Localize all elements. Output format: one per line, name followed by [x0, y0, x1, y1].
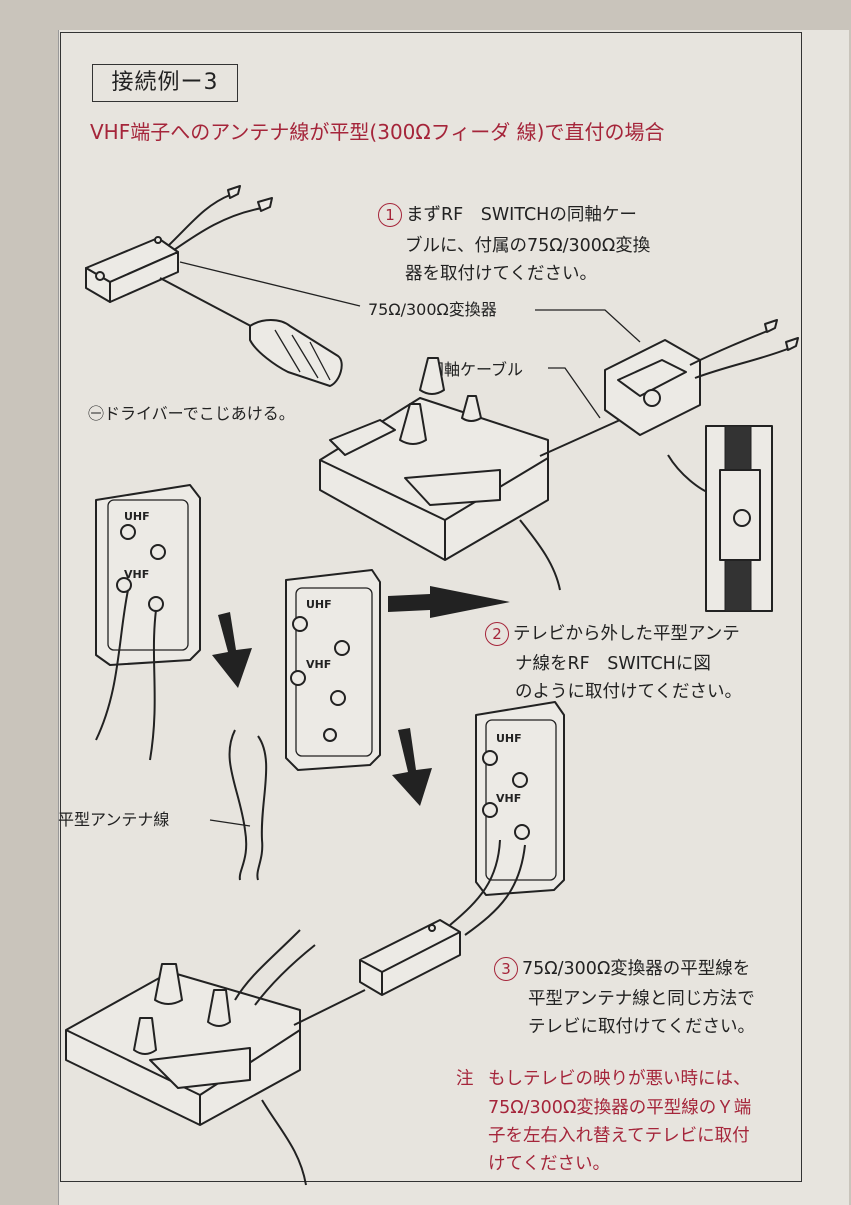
uhf-text-left: UHF: [124, 510, 150, 523]
coax-label: 同軸ケーブル: [428, 360, 524, 379]
rf-switch-top: [319, 357, 621, 591]
vhf-text-right: VHF: [496, 792, 521, 805]
note-line-2: 75Ω/300Ω変換器の平型線のＹ端: [488, 1098, 752, 1118]
driver-label: ㊀ドライバーでこじあける。: [88, 404, 295, 423]
step-1-line-2: ブルに、付属の75Ω/300Ω変換: [405, 236, 651, 256]
step-3-line-3: テレビに取付けてください。: [528, 1017, 755, 1037]
page-title: 接続例ー3: [92, 64, 238, 102]
step-3-line-2: 平型アンテナ線と同じ方法で: [528, 989, 755, 1009]
page-subtitle: VHF端子へのアンテナ線が平型(300Ωフィーダ 線)で直付の場合: [90, 120, 665, 144]
vhf-text-left: VHF: [124, 568, 149, 581]
page-border: [60, 32, 802, 1182]
uhf-text-middle: UHF: [306, 598, 332, 611]
tv-terminal-middle: UHF VHF: [285, 569, 381, 771]
tv-terminal-left: UHF VHF: [95, 484, 201, 761]
note-mark: 注: [456, 1069, 474, 1089]
rf-switch-bottom: [65, 919, 461, 1186]
arrow-down-1: [212, 612, 252, 688]
flat-antenna-label: 平型アンテナ線: [58, 810, 170, 829]
note-line-3: 子を左右入れ替えてテレビに取付: [488, 1126, 750, 1146]
converter-with-screwdriver: [85, 185, 343, 387]
step-2-number: 2: [485, 622, 509, 646]
flat-antenna-wire: [228, 729, 268, 881]
uhf-text-right: UHF: [496, 732, 522, 745]
vhf-text-middle: VHF: [306, 658, 331, 671]
step-2-line-3: のように取付けてください。: [515, 682, 742, 702]
arrow-right: [388, 586, 510, 618]
note-line-1: もしテレビの映りが悪い時には、: [488, 1069, 751, 1089]
tv-terminal-right: UHF VHF: [449, 701, 565, 936]
converter-detail: [604, 319, 799, 612]
direction-arrows: [212, 586, 510, 806]
step-1-number: 1: [378, 203, 402, 227]
step-1-line-3: 器を取付けてください。: [405, 264, 597, 284]
converter-label: 75Ω/300Ω変換器: [368, 300, 497, 319]
note-line-4: けてください。: [488, 1154, 610, 1174]
arrow-down-2: [392, 728, 432, 806]
step-2-line-2: ナ線をRF SWITCHに図: [515, 654, 711, 674]
step-3-number: 3: [494, 957, 518, 981]
leader-lines: [179, 261, 641, 827]
